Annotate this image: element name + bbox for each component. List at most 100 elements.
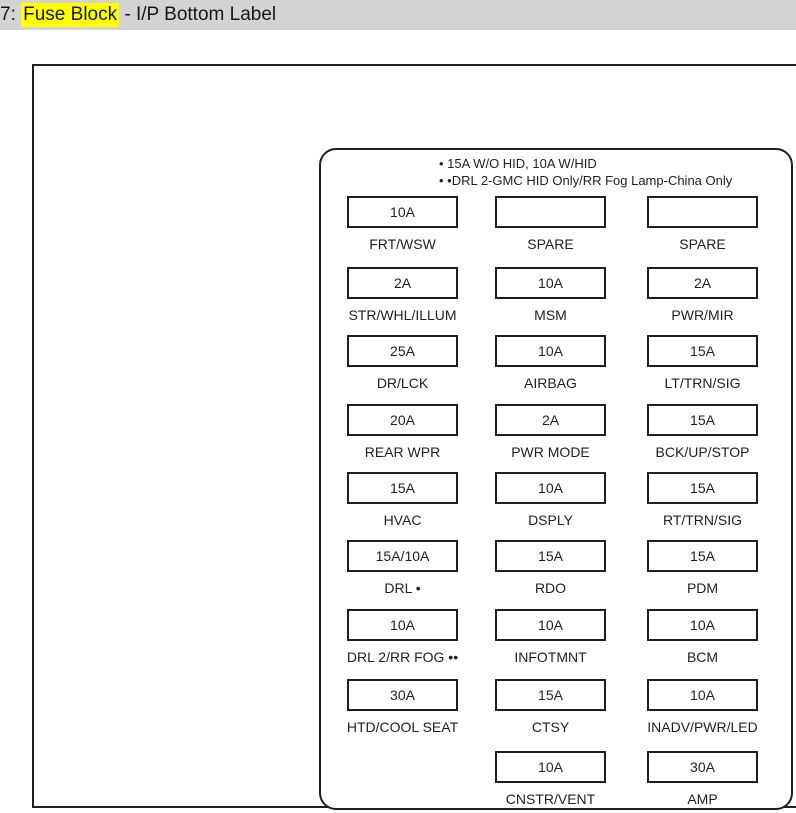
fuse-amp: 15A bbox=[690, 548, 715, 564]
fuse-box: 15A bbox=[495, 540, 606, 572]
fuse-amp: 10A bbox=[538, 343, 563, 359]
fuse-box: 10A bbox=[495, 472, 606, 504]
fuse-amp: 15A bbox=[390, 480, 415, 496]
fuse-amp: 15A bbox=[690, 480, 715, 496]
fuse-cell: 2A PWR MODE bbox=[495, 404, 606, 464]
fuse-cell: 15A PDM bbox=[647, 540, 758, 600]
title-highlight: Fuse Block bbox=[21, 3, 120, 27]
fuse-box: 10A bbox=[347, 196, 458, 228]
fuse-label: AMP bbox=[687, 791, 718, 807]
fuse-cell: 30A HTD/COOL SEAT bbox=[347, 679, 458, 739]
fuse-label: DR/LCK bbox=[376, 375, 429, 391]
fuse-label: PWR MODE bbox=[511, 444, 590, 460]
diagram-frame: • 15A W/O HID, 10A W/HID • •DRL 2-GMC HI… bbox=[32, 64, 796, 810]
fuse-cell: 15A RT/TRN/SIG bbox=[647, 472, 758, 532]
fuse-box: 30A bbox=[347, 679, 458, 711]
fuse-row: 20A REAR WPR 2A PWR MODE 15A BCK/UP/STOP bbox=[321, 404, 791, 466]
fuse-cell: 10A BCM bbox=[647, 609, 758, 669]
fuse-label: CTSY bbox=[531, 719, 570, 735]
fuse-cell: 25A DR/LCK bbox=[347, 335, 458, 395]
title-suffix: - I/P Bottom Label bbox=[119, 4, 277, 25]
fuse-amp: 15A bbox=[538, 687, 563, 703]
fuse-amp: 20A bbox=[390, 412, 415, 428]
fuse-amp: 10A bbox=[390, 204, 415, 220]
fuse-box: 15A bbox=[647, 335, 758, 367]
fuse-label: INFOTMNT bbox=[514, 649, 587, 665]
fuse-label: BCM bbox=[686, 649, 719, 665]
fuse-box: 15A bbox=[647, 404, 758, 436]
fuse-row: 10A CNSTR/VENT 30A AMP bbox=[321, 751, 791, 813]
fuse-amp: 15A bbox=[690, 412, 715, 428]
fuse-cell: 20A REAR WPR bbox=[347, 404, 458, 464]
fuse-box: 15A/10A bbox=[347, 540, 458, 572]
fuse-box: 10A bbox=[647, 609, 758, 641]
fuse-amp: 2A bbox=[541, 412, 560, 428]
fuse-amp: 2A bbox=[693, 275, 712, 291]
fuse-box: 10A bbox=[495, 335, 606, 367]
fuse-cell: 30A AMP bbox=[647, 751, 758, 811]
fuse-box: 15A bbox=[495, 679, 606, 711]
fuse-row: 30A HTD/COOL SEAT 15A CTSY 10A INADV/PWR… bbox=[321, 679, 791, 741]
fuse-cell: 10A DSPLY bbox=[495, 472, 606, 532]
fuse-cell: 10A INFOTMNT bbox=[495, 609, 606, 669]
fuse-amp: 25A bbox=[390, 343, 415, 359]
fuse-panel: • 15A W/O HID, 10A W/HID • •DRL 2-GMC HI… bbox=[319, 148, 793, 810]
fuse-box bbox=[647, 196, 758, 228]
fuse-cell: 10A DRL 2/RR FOG •• bbox=[347, 609, 458, 669]
fuse-label: DSPLY bbox=[528, 512, 573, 528]
fuse-label: DRL • bbox=[384, 580, 421, 596]
fuse-cell: 15A LT/TRN/SIG bbox=[647, 335, 758, 395]
fuse-box: 10A bbox=[495, 267, 606, 299]
fuse-cell: 15A BCK/UP/STOP bbox=[647, 404, 758, 464]
fuse-label: SPARE bbox=[527, 236, 574, 252]
fuse-amp: 10A bbox=[538, 275, 563, 291]
fuse-row: 2A STR/WHL/ILLUM 10A MSM 2A PWR/MIR bbox=[321, 267, 791, 329]
fuse-box: 30A bbox=[647, 751, 758, 783]
fuse-box: 15A bbox=[647, 472, 758, 504]
fuse-row: 10A DRL 2/RR FOG •• 10A INFOTMNT 10A BCM bbox=[321, 609, 791, 671]
fuse-box bbox=[495, 196, 606, 228]
note-line: • 15A W/O HID, 10A W/HID bbox=[439, 156, 597, 171]
fuse-amp: 10A bbox=[538, 759, 563, 775]
fuse-row: 15A/10A DRL • 15A RDO 15A PDM bbox=[321, 540, 791, 602]
fuse-cell: 10A MSM bbox=[495, 267, 606, 327]
fuse-label: LT/TRN/SIG bbox=[664, 375, 741, 391]
fuse-box: 10A bbox=[347, 609, 458, 641]
fuse-amp: 10A bbox=[690, 687, 715, 703]
fuse-box: 10A bbox=[495, 751, 606, 783]
fuse-cell: 15A RDO bbox=[495, 540, 606, 600]
title-bar: 7: Fuse Block - I/P Bottom Label bbox=[0, 0, 796, 30]
fuse-label: PWR/MIR bbox=[671, 307, 734, 323]
fuse-amp: 30A bbox=[690, 759, 715, 775]
fuse-cell: 10A AIRBAG bbox=[495, 335, 606, 395]
fuse-label: AIRBAG bbox=[524, 375, 577, 391]
fuse-box: 25A bbox=[347, 335, 458, 367]
panel-notes: • 15A W/O HID, 10A W/HID • •DRL 2-GMC HI… bbox=[439, 155, 732, 189]
fuse-label: DRL 2/RR FOG •• bbox=[346, 649, 459, 665]
fuse-row: 25A DR/LCK 10A AIRBAG 15A LT/TRN/SIG bbox=[321, 335, 791, 397]
fuse-cell: SPARE bbox=[495, 196, 606, 256]
fuse-box: 2A bbox=[347, 267, 458, 299]
fuse-cell: 10A CNSTR/VENT bbox=[495, 751, 606, 811]
title-prefix: 7: bbox=[0, 4, 22, 25]
fuse-cell: 2A STR/WHL/ILLUM bbox=[347, 267, 458, 327]
fuse-box: 2A bbox=[495, 404, 606, 436]
fuse-cell: 15A HVAC bbox=[347, 472, 458, 532]
fuse-label: MSM bbox=[534, 307, 567, 323]
fuse-box: 20A bbox=[347, 404, 458, 436]
fuse-box: 15A bbox=[647, 540, 758, 572]
fuse-cell: 15A CTSY bbox=[495, 679, 606, 739]
fuse-box: 15A bbox=[347, 472, 458, 504]
fuse-label: PDM bbox=[686, 580, 719, 596]
fuse-label: HVAC bbox=[383, 512, 422, 528]
fuse-cell: 10A FRT/WSW bbox=[347, 196, 458, 256]
fuse-amp: 10A bbox=[390, 617, 415, 633]
fuse-label: STR/WHL/ILLUM bbox=[348, 307, 457, 323]
fuse-label: RDO bbox=[534, 580, 567, 596]
fuse-label: INADV/PWR/LED bbox=[647, 719, 758, 735]
fuse-amp: 30A bbox=[390, 687, 415, 703]
fuse-cell: 15A/10A DRL • bbox=[347, 540, 458, 600]
fuse-row: 15A HVAC 10A DSPLY 15A RT/TRN/SIG bbox=[321, 472, 791, 534]
note-line: • •DRL 2-GMC HID Only/RR Fog Lamp-China … bbox=[439, 173, 733, 188]
fuse-row: 10A FRT/WSW SPARE SPARE bbox=[321, 196, 791, 258]
